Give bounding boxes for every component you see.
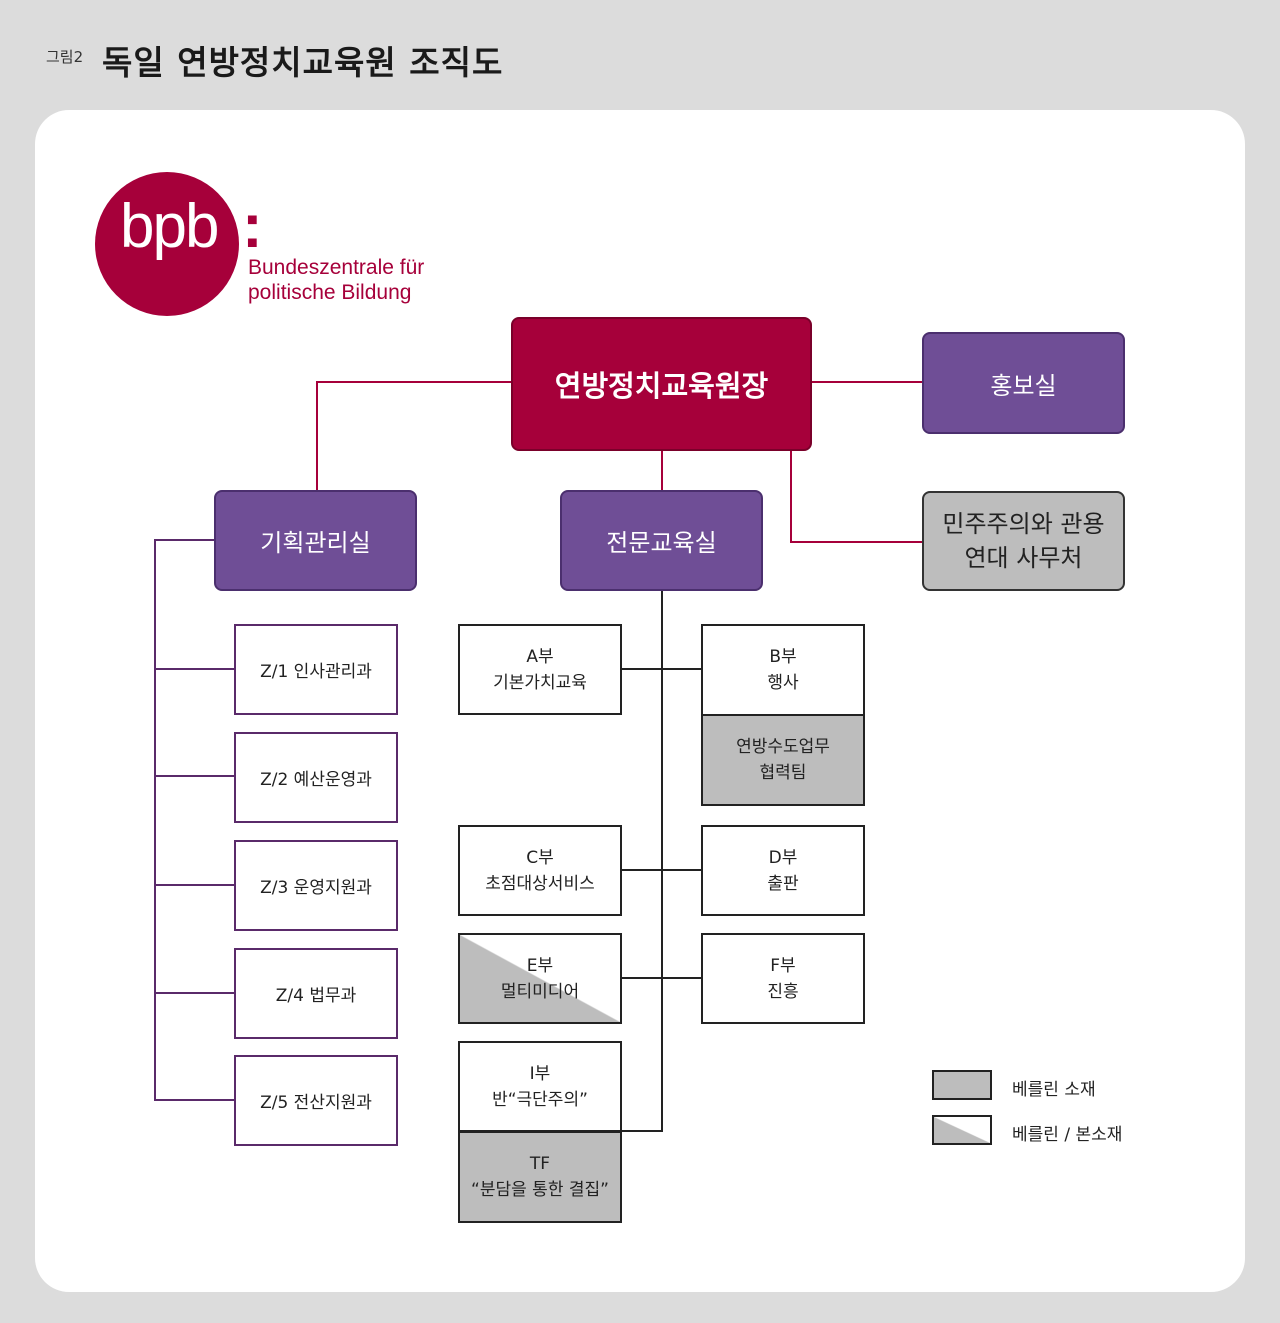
pr-office-box: 홍보실 bbox=[922, 332, 1125, 434]
dept-a-box: A부 기본가치교육 bbox=[458, 624, 622, 715]
democracy-office-box: 민주주의와 관용 연대 사무처 bbox=[922, 491, 1125, 591]
dept-tf-box: TF “분담을 통한 결집” bbox=[458, 1131, 622, 1223]
logo-mark: bpb bbox=[120, 192, 219, 261]
dept-f-box: F부 진흥 bbox=[701, 933, 865, 1024]
planning-office-box: 기획관리실 bbox=[214, 490, 417, 591]
education-office-box: 전문교육실 bbox=[560, 490, 763, 591]
page-title: 독일 연방정치교육원 조직도 bbox=[102, 43, 504, 82]
dept-i-box: I부 반“극단주의” bbox=[458, 1041, 622, 1132]
dept-e-box: E부 멀티미디어 bbox=[458, 933, 622, 1024]
legend-label-berlin-bonn: 베를린 / 본소재 bbox=[1012, 1125, 1123, 1145]
legend-label-berlin: 베를린 소재 bbox=[1012, 1080, 1096, 1100]
dept-c-box: C부 초점대상서비스 bbox=[458, 825, 622, 916]
dept-b-sub-box: 연방수도업무 협력팀 bbox=[701, 714, 865, 806]
legend-swatch-berlin bbox=[932, 1070, 992, 1100]
logo-colon: : bbox=[242, 192, 263, 261]
head-box: 연방정치교육원장 bbox=[511, 317, 812, 451]
legend-swatch-berlin-bonn bbox=[932, 1115, 992, 1145]
z2-box: Z/2 예산운영과 bbox=[234, 732, 398, 823]
logo-text: Bundeszentrale für politische Bildung bbox=[248, 256, 425, 304]
z3-box: Z/3 운영지원과 bbox=[234, 840, 398, 931]
z1-box: Z/1 인사관리과 bbox=[234, 624, 398, 715]
line-planning-trunk bbox=[154, 539, 234, 1101]
z4-box: Z/4 법무과 bbox=[234, 948, 398, 1039]
figure-label: 그림2 bbox=[46, 48, 84, 66]
line-education-trunk bbox=[622, 591, 663, 1132]
z5-box: Z/5 전산지원과 bbox=[234, 1055, 398, 1146]
line-head-democracy bbox=[790, 451, 923, 543]
line-head-planning bbox=[316, 381, 512, 491]
dept-d-box: D부 출판 bbox=[701, 825, 865, 916]
dept-b-box: B부 행사 bbox=[701, 624, 865, 716]
logo-circle bbox=[95, 172, 239, 316]
